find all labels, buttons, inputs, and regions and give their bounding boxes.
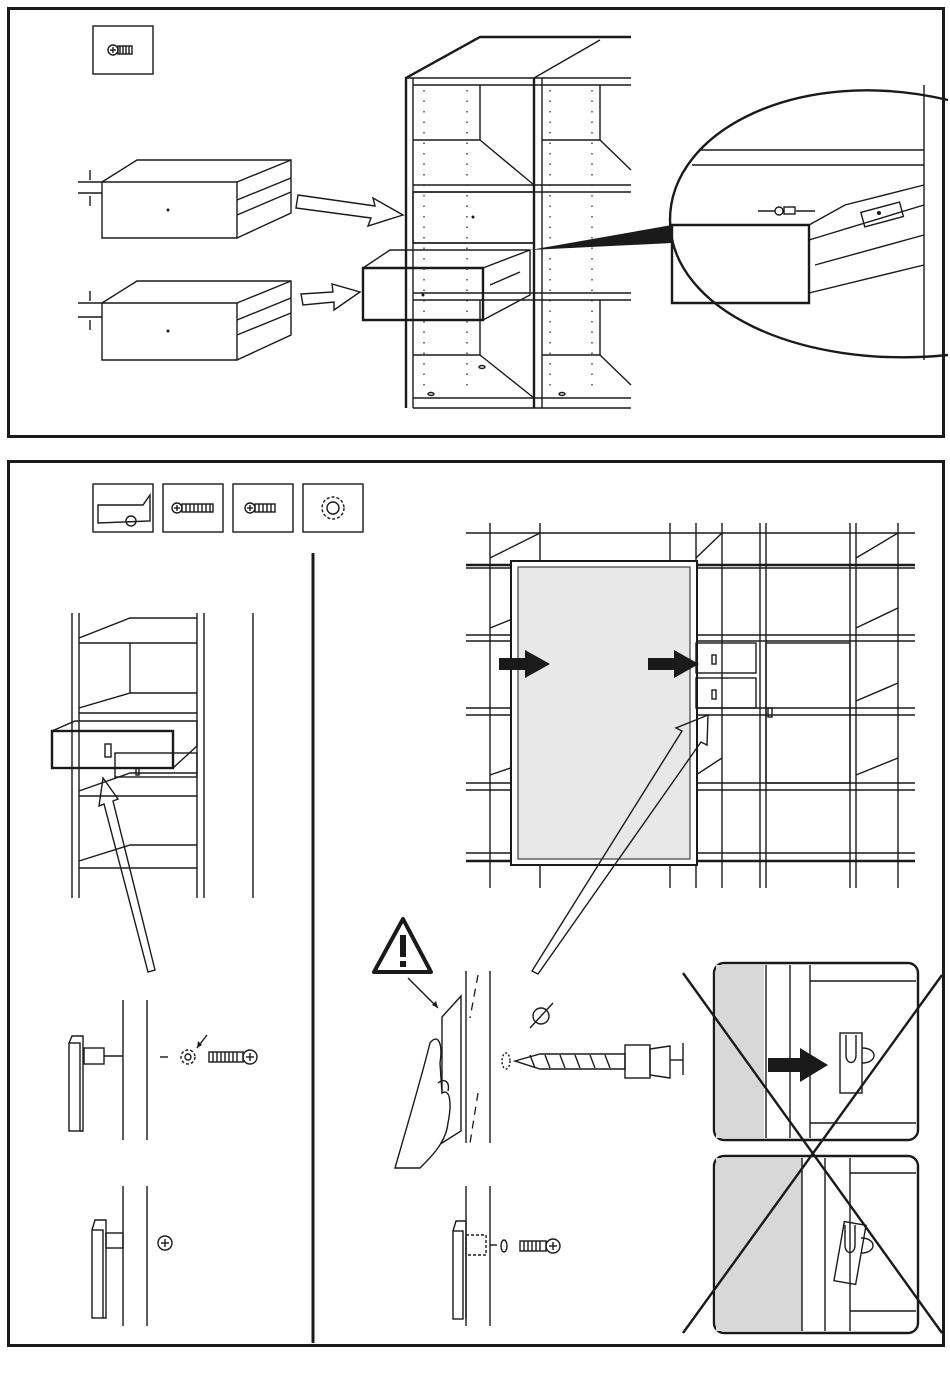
- warning-icon: [374, 919, 431, 972]
- lock-cylinder-icon: [98, 495, 150, 526]
- parts-boxes: [93, 484, 363, 532]
- screw-icon: [108, 45, 132, 55]
- long-screw-icon: [172, 503, 213, 513]
- wardrobe-sliding-door: [466, 523, 915, 974]
- long-screw-icon-exploded: [209, 1050, 257, 1064]
- wrong-example-2: [714, 1156, 918, 1333]
- washer-icon: [322, 497, 344, 519]
- cabinet-with-drawer-icon: [52, 613, 253, 972]
- drawer-icon: [78, 160, 291, 238]
- cabinet-icon: [363, 37, 631, 408]
- arrow-icon: [296, 195, 403, 226]
- lock-assembly-door: [453, 1186, 560, 1326]
- screw-icon-detail: [758, 207, 815, 215]
- screw-part-box: [93, 26, 153, 74]
- drawer-icon-2: [78, 281, 291, 360]
- arrow-icon-2: [301, 284, 360, 310]
- step-drawers-panel: [7, 7, 945, 438]
- washer-icon-exploded: [181, 1050, 195, 1064]
- step-lock-illustration: [10, 463, 948, 1350]
- drill-bit-icon: [502, 1003, 683, 1078]
- step-drawers-illustration: [10, 10, 948, 441]
- magnifier-detail-icon: [530, 85, 948, 360]
- step-lock-panel: [7, 460, 945, 1347]
- lock-assembly-mounted: [92, 1186, 172, 1326]
- lock-assembly-exploded: [69, 1000, 257, 1140]
- short-screw-icon: [245, 503, 275, 513]
- hand-holding-door-icon: [395, 971, 490, 1168]
